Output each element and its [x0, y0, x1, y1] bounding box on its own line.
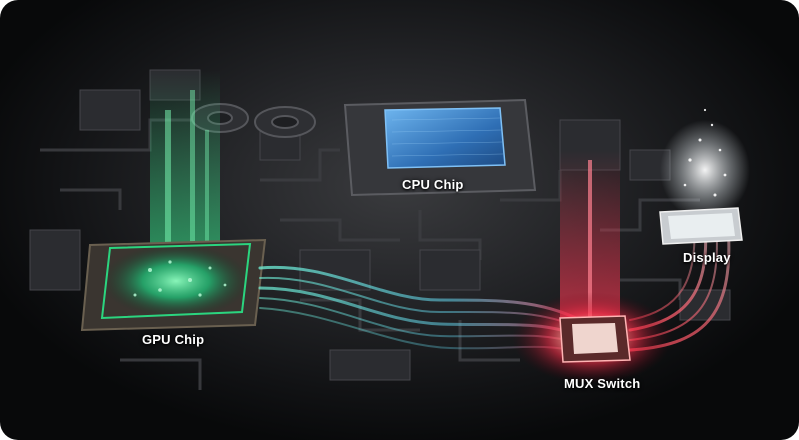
mux-switch-label: MUX Switch [564, 376, 641, 391]
cpu-chip-label: CPU Chip [402, 177, 464, 192]
gpu-beams [150, 70, 220, 270]
mux-switch-chip [512, 292, 672, 384]
cpu-chip [343, 98, 537, 197]
display-label: Display [683, 250, 731, 265]
display-panel [659, 108, 750, 245]
gpu-chip [80, 238, 267, 332]
gpu-chip-label: GPU Chip [142, 332, 205, 347]
board-blocks [29, 69, 731, 381]
